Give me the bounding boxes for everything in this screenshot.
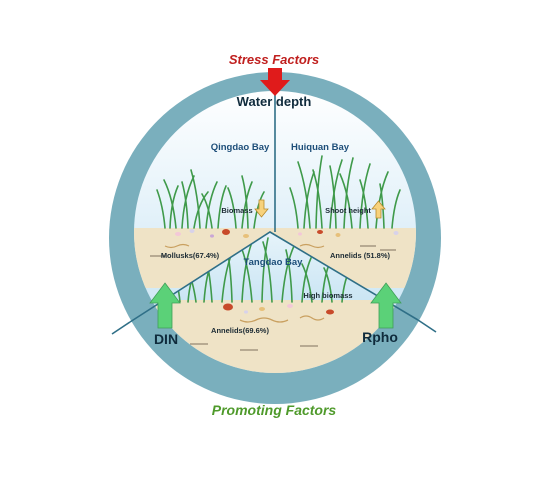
sector-dividers [111, 90, 437, 335]
fauna-qingdao: Mollusks(67.4%) [161, 251, 220, 260]
bay-title-tangdao: Tangdao Bay [244, 257, 304, 268]
promoting-factors-label: Promoting Factors [212, 402, 337, 418]
bay-title-huiquan: Huiquan Bay [291, 142, 350, 153]
fauna-tangdao: Annelids(69.6%) [211, 326, 269, 335]
indicator-tangdao: High biomass [303, 291, 352, 300]
promote-arrow-icon [149, 282, 181, 329]
up-arrow-icon [371, 200, 386, 219]
seagrass-icon [289, 155, 401, 229]
fauna-huiquan: Annelids (51.8%) [330, 251, 391, 260]
stress-arrow-icon [260, 68, 290, 96]
bay-title-qingdao: Qingdao Bay [211, 142, 270, 153]
indicator-huiquan: Shoot height [325, 206, 371, 215]
stress-factors-label: Stress Factors [229, 52, 319, 67]
indicator-qingdao: Biomass [221, 206, 252, 215]
promote-arrow-icon [370, 282, 402, 329]
sediment-organisms [150, 229, 399, 257]
rpho-label: Rpho [362, 329, 398, 345]
water-depth-label: Water depth [237, 94, 312, 109]
sediment-organisms [190, 303, 334, 351]
down-arrow-icon [254, 199, 269, 218]
seagrass-icon [156, 169, 265, 229]
din-label: DIN [154, 331, 178, 347]
